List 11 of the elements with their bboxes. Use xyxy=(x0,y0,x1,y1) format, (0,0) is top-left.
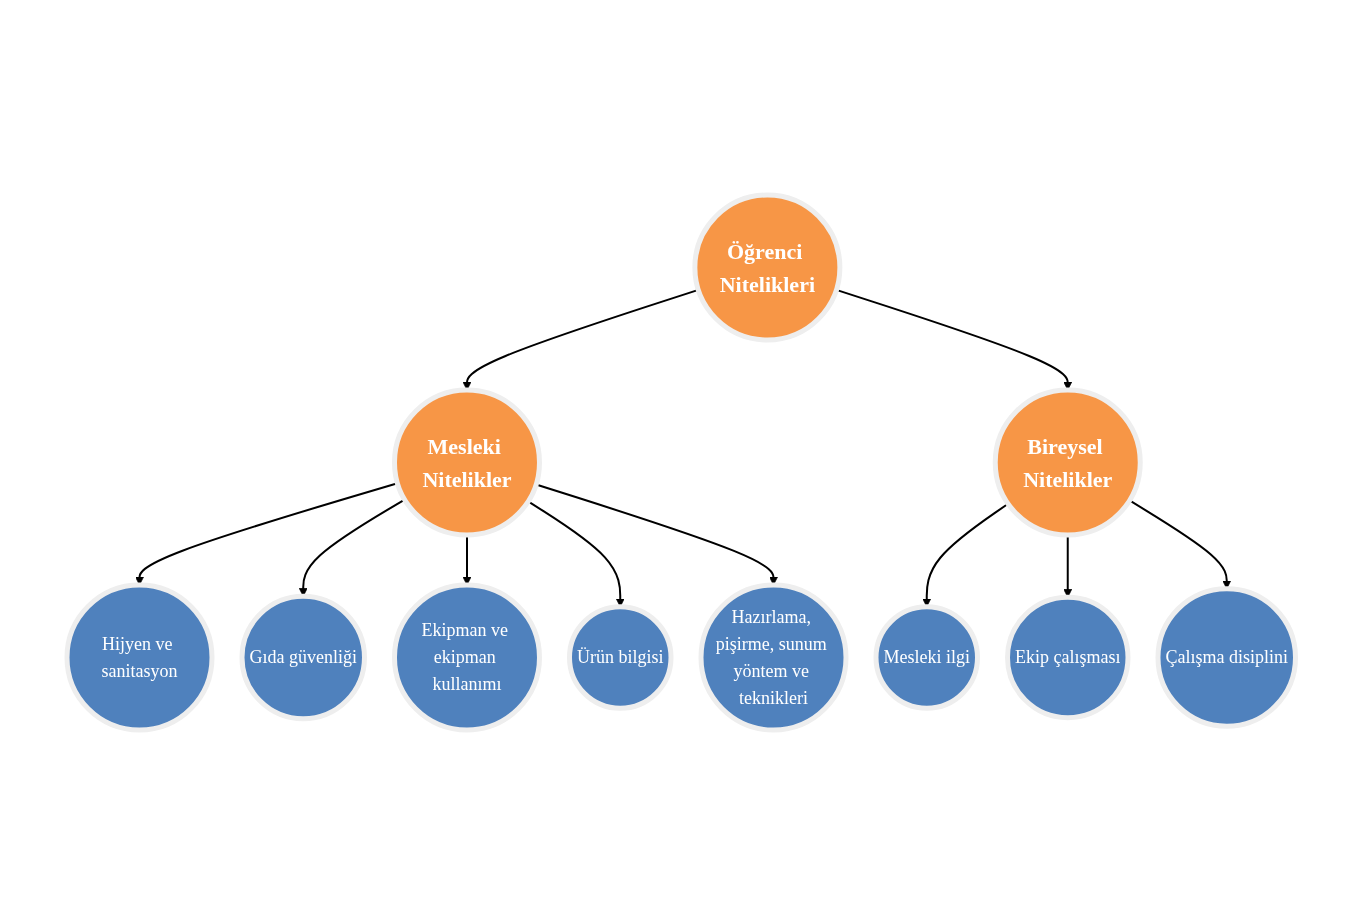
node-circle: Ekip çalışması xyxy=(1005,594,1131,720)
node-circle: Mesleki ilgi xyxy=(873,603,981,711)
node-circle: Hijyen ve sanitasyon xyxy=(64,582,215,732)
node-circle: Ürün bilgisi xyxy=(567,603,674,711)
node-circle: Bireysel Nitelikler xyxy=(993,387,1143,537)
node-circle: Öğrenci Nitelikleri xyxy=(692,192,843,342)
node-circle: Hazırlama, pişirme, sunum yöntem ve teknikleri xyxy=(698,582,849,732)
node-circle: Ekipman ve ekipman kullanımı xyxy=(392,582,543,732)
node-circle: Mesleki Nitelikler xyxy=(392,387,543,537)
node-circle: Çalışma disiplini xyxy=(1155,585,1299,729)
node-circle: Gıda güvenliği xyxy=(239,593,368,721)
